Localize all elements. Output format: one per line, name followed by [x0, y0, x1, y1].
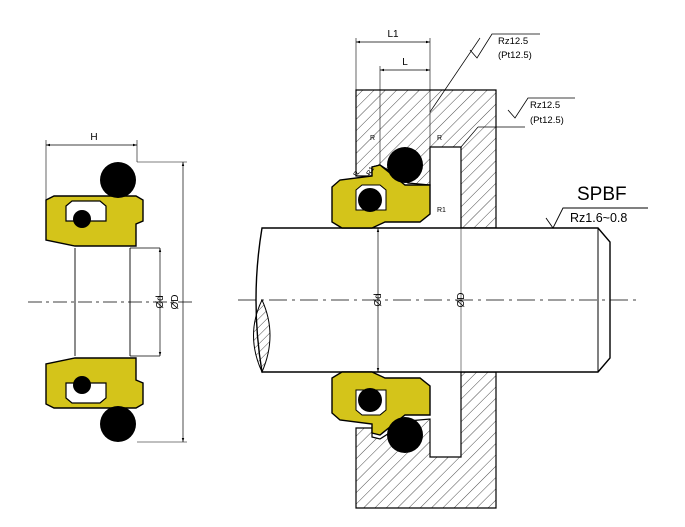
small-o-ring-installed-top	[358, 188, 382, 212]
installation-view: Ød ØD L1 L Rz12.5 (Pt12.5) Rz12.5 (Pt12.…	[238, 29, 648, 509]
roughness-callout-1: Rz12.5 (Pt12.5)	[429, 33, 540, 113]
svg-text:R: R	[437, 135, 442, 142]
roughness-callout-2: Rz12.5 (Pt12.5)	[460, 97, 575, 148]
o-ring-installed-top	[387, 147, 423, 183]
small-o-ring-top	[73, 210, 91, 228]
svg-text:Rz12.5: Rz12.5	[498, 36, 528, 47]
small-o-ring-bottom	[73, 376, 91, 394]
dim-seal-D: ØD	[170, 295, 181, 310]
o-ring-bottom	[100, 406, 136, 442]
svg-text:R: R	[370, 135, 375, 142]
o-ring-top	[100, 162, 136, 198]
svg-text:Rz1.6~0.8: Rz1.6~0.8	[570, 211, 627, 225]
svg-text:R1: R1	[437, 207, 446, 214]
dim-shaft-d: Ød	[373, 293, 384, 306]
dim-seal-d: Ød	[155, 295, 166, 308]
o-ring-installed-bottom	[387, 417, 423, 453]
svg-text:R: R	[353, 170, 362, 178]
small-o-ring-installed-bottom	[358, 388, 382, 412]
svg-text:(Pt12.5): (Pt12.5)	[498, 50, 532, 61]
svg-text:(Pt12.5): (Pt12.5)	[530, 115, 564, 126]
shaft-finish-callout: Rz1.6~0.8	[545, 207, 648, 229]
svg-text:Rz12.5: Rz12.5	[530, 100, 560, 111]
dim-groove-D: ØD	[456, 293, 467, 308]
dim-H: H	[90, 132, 97, 143]
dim-L: L	[402, 57, 408, 68]
dim-L1: L1	[387, 29, 399, 40]
svg-text:R1: R1	[366, 166, 377, 177]
profile-title: SPBF	[577, 184, 627, 205]
seal-section-view: H Ød ØD	[28, 132, 192, 443]
